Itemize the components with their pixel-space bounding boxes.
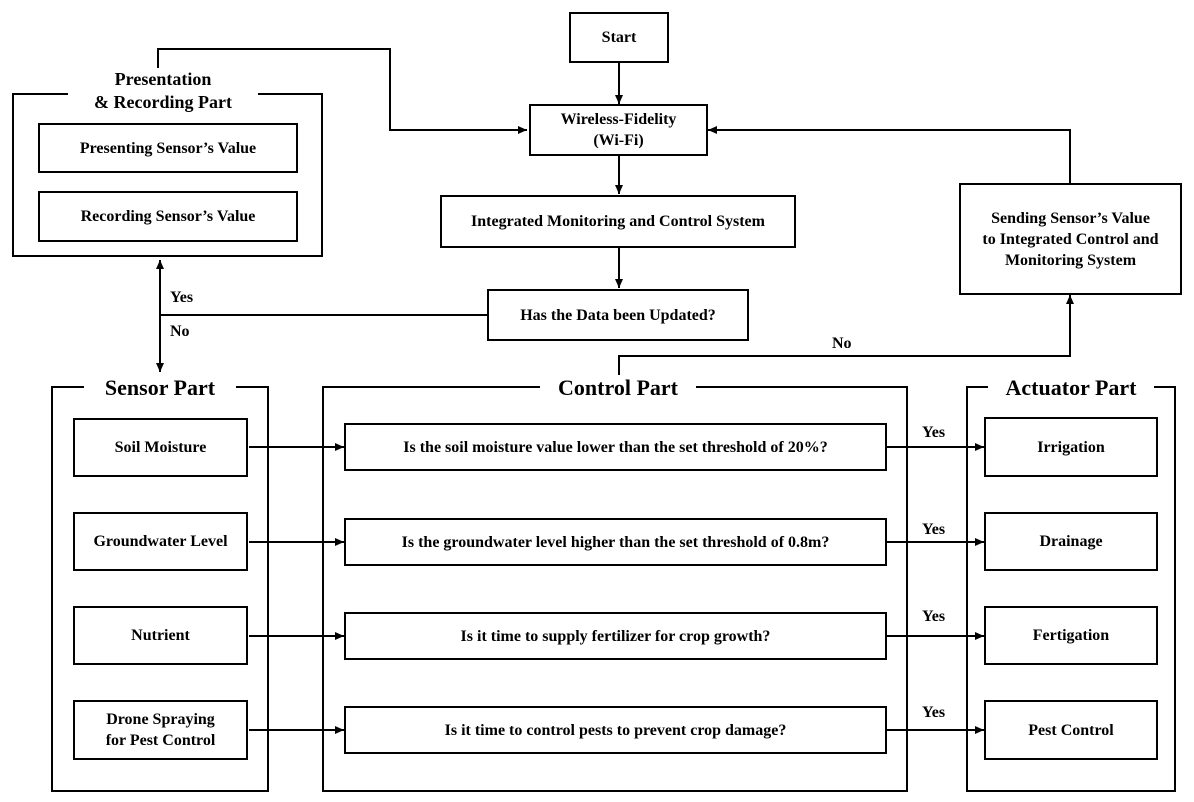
actuator-drainage: Drainage [984,512,1158,571]
yes-label-fertigation: Yes [922,608,946,625]
sensor-soil-moisture: Soil Moisture [73,418,248,477]
wifi-box: Wireless-Fidelity (Wi-Fi) [529,104,708,156]
sensor-part-title: Sensor Part [84,375,236,401]
control-soil-moisture-question: Is the soil moisture value lower than th… [344,423,887,471]
arrow-sending-to-wifi [708,126,1071,183]
start-box: Start [569,12,669,63]
control-fertilizer-question: Is it time to supply fertilizer for crop… [344,612,887,660]
yes-label-pest-control: Yes [922,704,946,721]
yes-label-drainage: Yes [922,521,946,538]
recording-value-box: Recording Sensor’s Value [38,191,298,242]
actuator-pest-control: Pest Control [984,700,1158,760]
integrated-system-box: Integrated Monitoring and Control System [440,195,796,248]
arrow-presentation-to-wifi [157,48,527,134]
sending-value-box: Sending Sensor’s Value to Integrated Con… [959,183,1182,295]
no-label: No [170,323,190,340]
sensor-drone-spraying: Drone Spraying for Pest Control [73,700,248,760]
actuator-part-title: Actuator Part [988,375,1154,401]
yes-label: Yes [170,289,194,306]
actuator-irrigation: Irrigation [984,417,1158,477]
presenting-value-box: Presenting Sensor’s Value [38,123,298,173]
data-updated-decision: Has the Data been Updated? [487,289,749,341]
sensor-groundwater-level: Groundwater Level [73,512,248,571]
sensor-nutrient: Nutrient [73,606,248,665]
yes-label-irrigation: Yes [922,424,946,441]
no-label-control: No [832,335,852,352]
arrow-control-to-sending [618,295,1074,383]
control-part-title: Control Part [540,375,696,401]
control-groundwater-question: Is the groundwater level higher than the… [344,518,887,566]
actuator-fertigation: Fertigation [984,606,1158,665]
presentation-title: Presentation & Recording Part [68,68,258,114]
control-pest-question: Is it time to control pests to prevent c… [344,706,887,754]
